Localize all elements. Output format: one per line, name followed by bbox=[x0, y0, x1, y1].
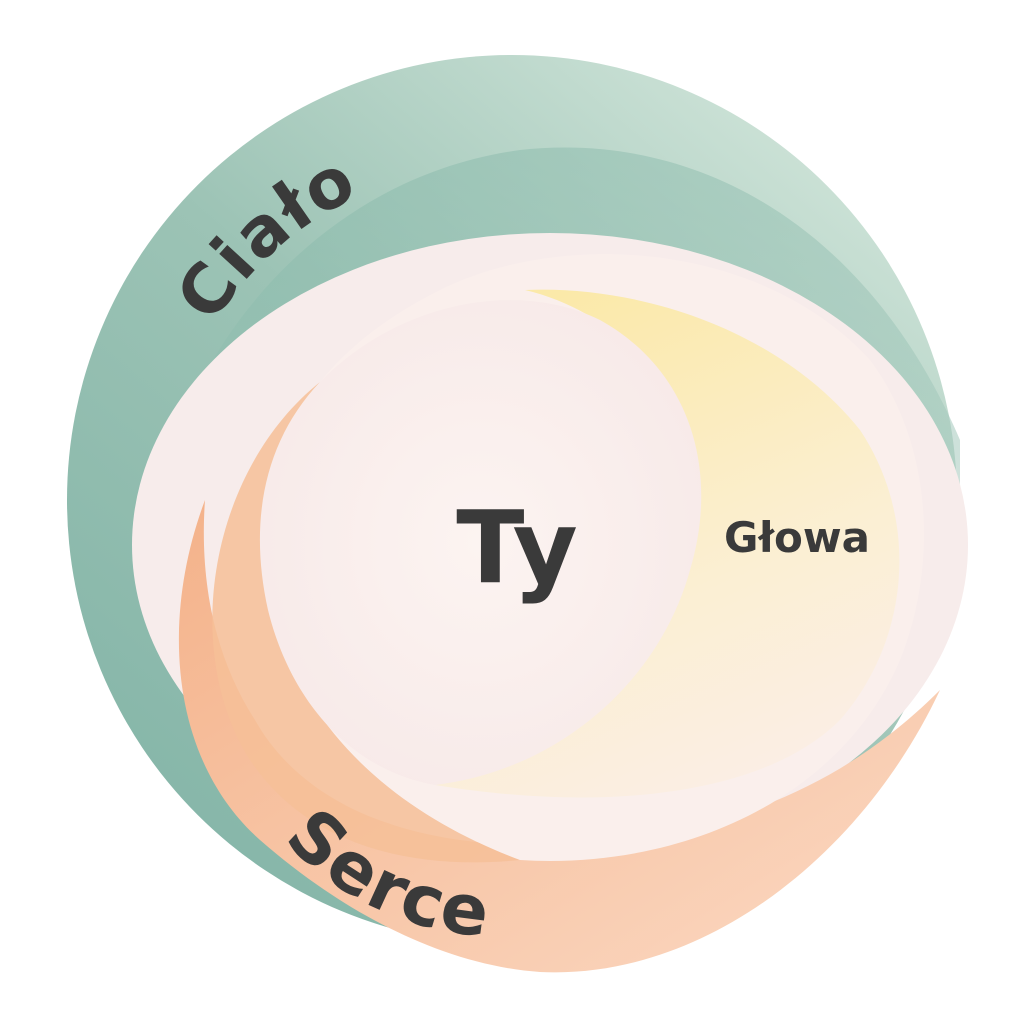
glowa-label: Głowa bbox=[724, 513, 870, 562]
ty-label: Ty bbox=[456, 489, 578, 606]
ty-core bbox=[259, 300, 702, 785]
glowa-region bbox=[435, 289, 900, 798]
serce-region bbox=[178, 500, 940, 973]
serce-crescent bbox=[212, 382, 520, 863]
